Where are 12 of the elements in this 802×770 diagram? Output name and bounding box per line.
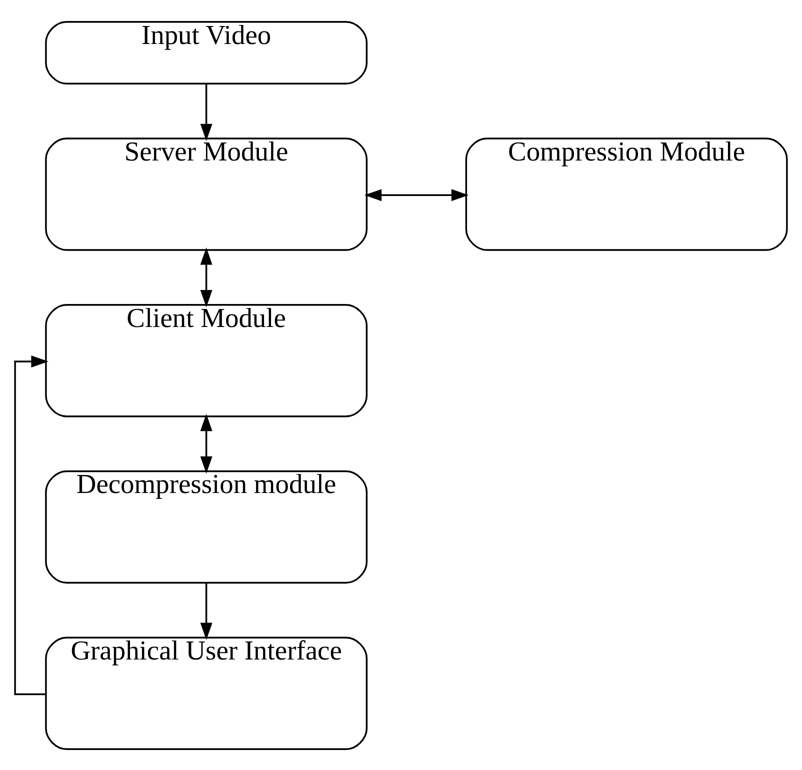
- node-box: Decompression module: [45, 470, 368, 584]
- arrow: [364, 188, 469, 201]
- arrow: [200, 413, 212, 474]
- node-box: Server Module: [45, 137, 368, 250]
- node-box: Input Video: [45, 20, 368, 84]
- node-box: Graphical User Interface: [45, 636, 368, 750]
- node-box: Client Module: [45, 304, 368, 417]
- arrow: [200, 247, 212, 307]
- node-box: Compression Module: [465, 137, 788, 250]
- arrow: [200, 84, 212, 141]
- arrow: [200, 582, 212, 640]
- arrow: [14, 354, 48, 695]
